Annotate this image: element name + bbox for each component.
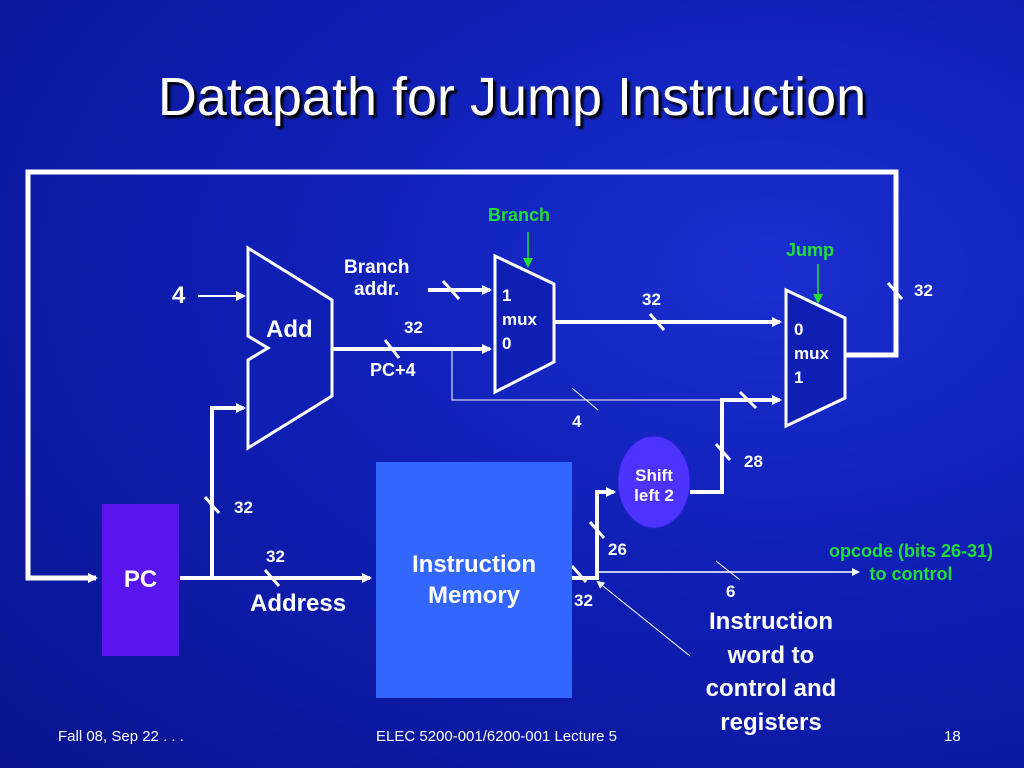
pc-label: PC (123, 566, 158, 593)
memory-to-shift-wire (572, 487, 616, 580)
upper-pc-bits-wire (451, 349, 720, 401)
mux1-shape (493, 253, 556, 395)
bus-width-feedback: 32 (914, 281, 933, 300)
bus-width-jump-field: 26 (608, 540, 627, 559)
constant-four: 4 (172, 282, 186, 309)
page-number: 18 (944, 728, 961, 745)
shift-left-label: Shift left 2 (634, 466, 674, 505)
opcode-label: opcode (bits 26-31) to control (828, 541, 994, 584)
pc-to-adder-wire (210, 403, 246, 578)
opcode-tick (715, 560, 741, 581)
pc-feedback-wire (25, 169, 899, 583)
instruction-word-callout (596, 580, 691, 657)
pc-register: PC (102, 504, 179, 656)
instruction-memory: Instruction Memory (376, 462, 572, 698)
bus-width-ticks (203, 280, 904, 587)
bus-width-pc-to-mem: 32 (266, 547, 285, 566)
footer-center: ELEC 5200-001/6200-001 Lecture 5 (376, 728, 618, 745)
bus-width-mem-out: 32 (574, 591, 593, 610)
jump-control-label: Jump (786, 240, 835, 260)
adder-shape (246, 245, 334, 451)
shift-left-oval (617, 435, 691, 529)
adder-label: Add (266, 316, 313, 343)
slide-title: Datapath for Jump Instruction (157, 67, 867, 127)
bus-width-add-out: 32 (404, 318, 423, 337)
mux1-label: 1 mux 0 (502, 286, 537, 353)
branch-addr-label: Branch addr. (344, 257, 410, 300)
mux2-label: 0 mux 1 (794, 320, 829, 387)
instruction-word-label: Instruction word to control and register… (705, 608, 837, 736)
address-label: Address (250, 590, 347, 617)
mux2-shape (784, 287, 847, 429)
bus-width-mux1-out: 32 (642, 290, 661, 309)
pc-plus-4-label: PC+4 (370, 360, 416, 380)
bus-width-pc-to-add: 32 (234, 498, 253, 517)
instruction-memory-label: Instruction Memory (412, 550, 536, 609)
bus-width-opcode: 6 (726, 582, 736, 601)
upper-bits-tick (571, 387, 599, 411)
bus-width-upper-pc: 4 (572, 412, 582, 431)
bus-width-shift-out: 28 (744, 452, 763, 471)
branch-control-label: Branch (488, 205, 551, 225)
shift-to-mux2-wire (690, 395, 782, 494)
footer-left: Fall 08, Sep 22 . . . (58, 728, 184, 745)
